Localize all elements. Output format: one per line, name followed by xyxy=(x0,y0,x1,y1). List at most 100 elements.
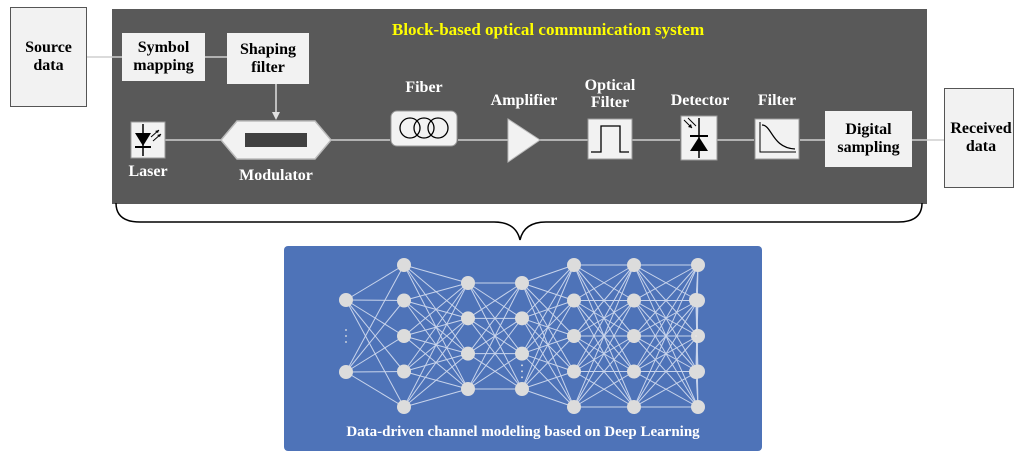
nn-node xyxy=(691,258,705,272)
nn-ellipsis-dot xyxy=(695,329,697,331)
nn-edge xyxy=(633,300,699,408)
nn-node xyxy=(689,365,703,379)
laser-label: Laser xyxy=(128,163,168,180)
shaping-filter-label: Shaping filter xyxy=(239,40,297,76)
source-data-label: Source data xyxy=(25,39,72,74)
nn-ellipsis-dot xyxy=(521,370,523,373)
nn-edge xyxy=(521,264,575,284)
nn-edge xyxy=(521,335,575,390)
nn-edge xyxy=(573,371,635,408)
shaping-filter-box: Shaping filter xyxy=(227,33,309,84)
nn-node xyxy=(567,364,581,379)
nn-edge xyxy=(403,282,469,337)
received-data-label: Received data xyxy=(950,120,1012,155)
nn-edge xyxy=(403,353,469,408)
nn-edge xyxy=(521,371,575,390)
digital-sampling-box: Digital sampling xyxy=(825,111,912,167)
nn-node xyxy=(515,311,529,326)
nn-edge xyxy=(521,388,575,408)
nn-ellipsis-dot xyxy=(345,335,347,337)
nn-node xyxy=(397,400,411,414)
filter-label: Filter xyxy=(757,92,797,109)
nn-node xyxy=(627,400,641,414)
nn-edge xyxy=(521,264,575,390)
nn-edge xyxy=(467,318,523,390)
nn-edge xyxy=(521,264,575,319)
nn-node xyxy=(627,329,641,343)
nn-ellipsis-dot xyxy=(695,335,697,337)
nn-ellipsis-dot xyxy=(345,329,347,331)
amplifier-icon xyxy=(507,118,541,163)
nn-edge xyxy=(633,371,699,408)
shaping-arrow-head xyxy=(272,112,280,120)
nn-node xyxy=(567,293,581,308)
nn-node xyxy=(691,329,705,343)
detector-icon xyxy=(680,115,718,161)
nn-node xyxy=(567,400,581,414)
nn-edge xyxy=(345,264,405,301)
nn-edge xyxy=(345,264,405,373)
nn-node xyxy=(627,293,641,308)
nn-edge xyxy=(633,264,699,372)
optical-filter-icon xyxy=(587,118,633,160)
system-title: Block-based optical communication system xyxy=(392,20,705,39)
nn-node xyxy=(461,311,475,326)
nn-node xyxy=(339,293,353,307)
filter-icon xyxy=(754,118,800,160)
nn-ellipsis-dot xyxy=(521,364,523,367)
nn-title: Data-driven channel modeling based on De… xyxy=(346,424,700,440)
amplifier-label: Amplifier xyxy=(490,92,558,109)
nn-node xyxy=(691,400,705,414)
nn-edge xyxy=(345,371,405,373)
nn-ellipsis-dot xyxy=(521,376,523,379)
nn-edge xyxy=(573,335,635,408)
nn-node xyxy=(515,382,529,396)
nn-edge xyxy=(521,264,575,354)
nn-node xyxy=(397,258,411,272)
modulator-icon xyxy=(220,120,332,160)
nn-edge xyxy=(345,300,405,373)
nn-edge xyxy=(521,300,575,390)
nn-node xyxy=(339,365,353,379)
nn-edge xyxy=(695,299,699,408)
brace xyxy=(115,202,923,241)
nn-edge xyxy=(467,282,523,354)
nn-edge xyxy=(467,282,523,319)
optical-filter-label: Optical Filter xyxy=(584,77,636,111)
detector-label: Detector xyxy=(670,92,730,109)
symbol-mapping-box: Symbol mapping xyxy=(122,33,205,81)
digital-sampling-label: Digital sampling xyxy=(837,121,900,156)
source-data-box: Source data xyxy=(10,7,87,107)
nn-edge xyxy=(467,282,523,390)
nn-node xyxy=(461,276,475,290)
nn-node xyxy=(689,293,703,307)
nn-edge xyxy=(573,264,635,408)
nn-edge xyxy=(573,264,635,337)
nn-edge xyxy=(573,264,635,301)
fiber-icon xyxy=(390,110,458,147)
nn-node xyxy=(515,276,529,290)
nn-ellipsis-dot xyxy=(345,341,347,343)
nn-node xyxy=(397,329,411,343)
nn-edge xyxy=(345,371,405,408)
nn-node xyxy=(461,382,475,396)
nn-node xyxy=(515,346,529,361)
nn-edge xyxy=(403,282,469,408)
nn-edge xyxy=(403,282,469,301)
nn-edge xyxy=(403,388,469,408)
symbol-mapping-label: Symbol mapping xyxy=(133,39,194,74)
neural-network xyxy=(339,258,705,414)
nn-edge xyxy=(573,264,635,372)
nn-edge xyxy=(633,335,699,408)
nn-node xyxy=(627,364,641,379)
received-data-box: Received data xyxy=(944,88,1014,188)
nn-edge xyxy=(403,264,469,284)
nn-edge xyxy=(345,335,405,373)
laser-icon xyxy=(130,121,166,159)
nn-edge xyxy=(633,264,699,408)
nn-edge xyxy=(345,299,405,301)
nn-node xyxy=(397,364,411,379)
nn-edge xyxy=(633,264,699,301)
nn-edge xyxy=(573,300,635,408)
